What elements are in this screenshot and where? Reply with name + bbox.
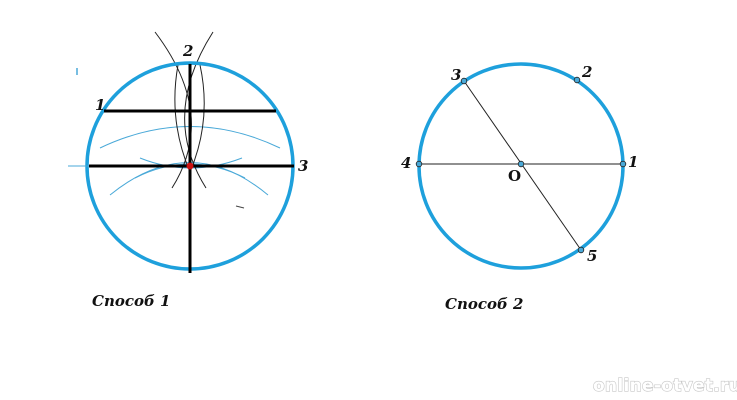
construction-arc	[189, 64, 205, 173]
point-label-1: 1	[95, 96, 105, 114]
point-label-3: 3	[298, 157, 308, 175]
point-label-4: 4	[401, 154, 411, 172]
point-4	[415, 160, 423, 168]
point-label-5: 5	[587, 247, 597, 265]
point-3	[460, 77, 468, 85]
point-5	[577, 246, 585, 254]
point-label-2: 2	[182, 42, 193, 60]
point-2	[573, 76, 581, 84]
construction-arc	[174, 64, 191, 173]
method1-caption: Способ 1	[92, 292, 170, 310]
point-1	[619, 160, 627, 168]
point-label-1: 1	[628, 153, 638, 171]
point-label-3: 3	[451, 66, 461, 84]
method2-caption: Способ 2	[445, 295, 523, 313]
point-label-2: 2	[581, 63, 592, 81]
method1-figure: 1 2 3 Способ 1	[68, 31, 308, 310]
center-point	[186, 162, 194, 170]
center-point	[517, 160, 525, 168]
center-label: O	[508, 167, 521, 185]
stray-mark	[235, 205, 245, 209]
watermark: online-otvet.ru	[593, 376, 737, 396]
method2-figure: 1 2 3 4 5 O Способ 2	[401, 62, 638, 313]
